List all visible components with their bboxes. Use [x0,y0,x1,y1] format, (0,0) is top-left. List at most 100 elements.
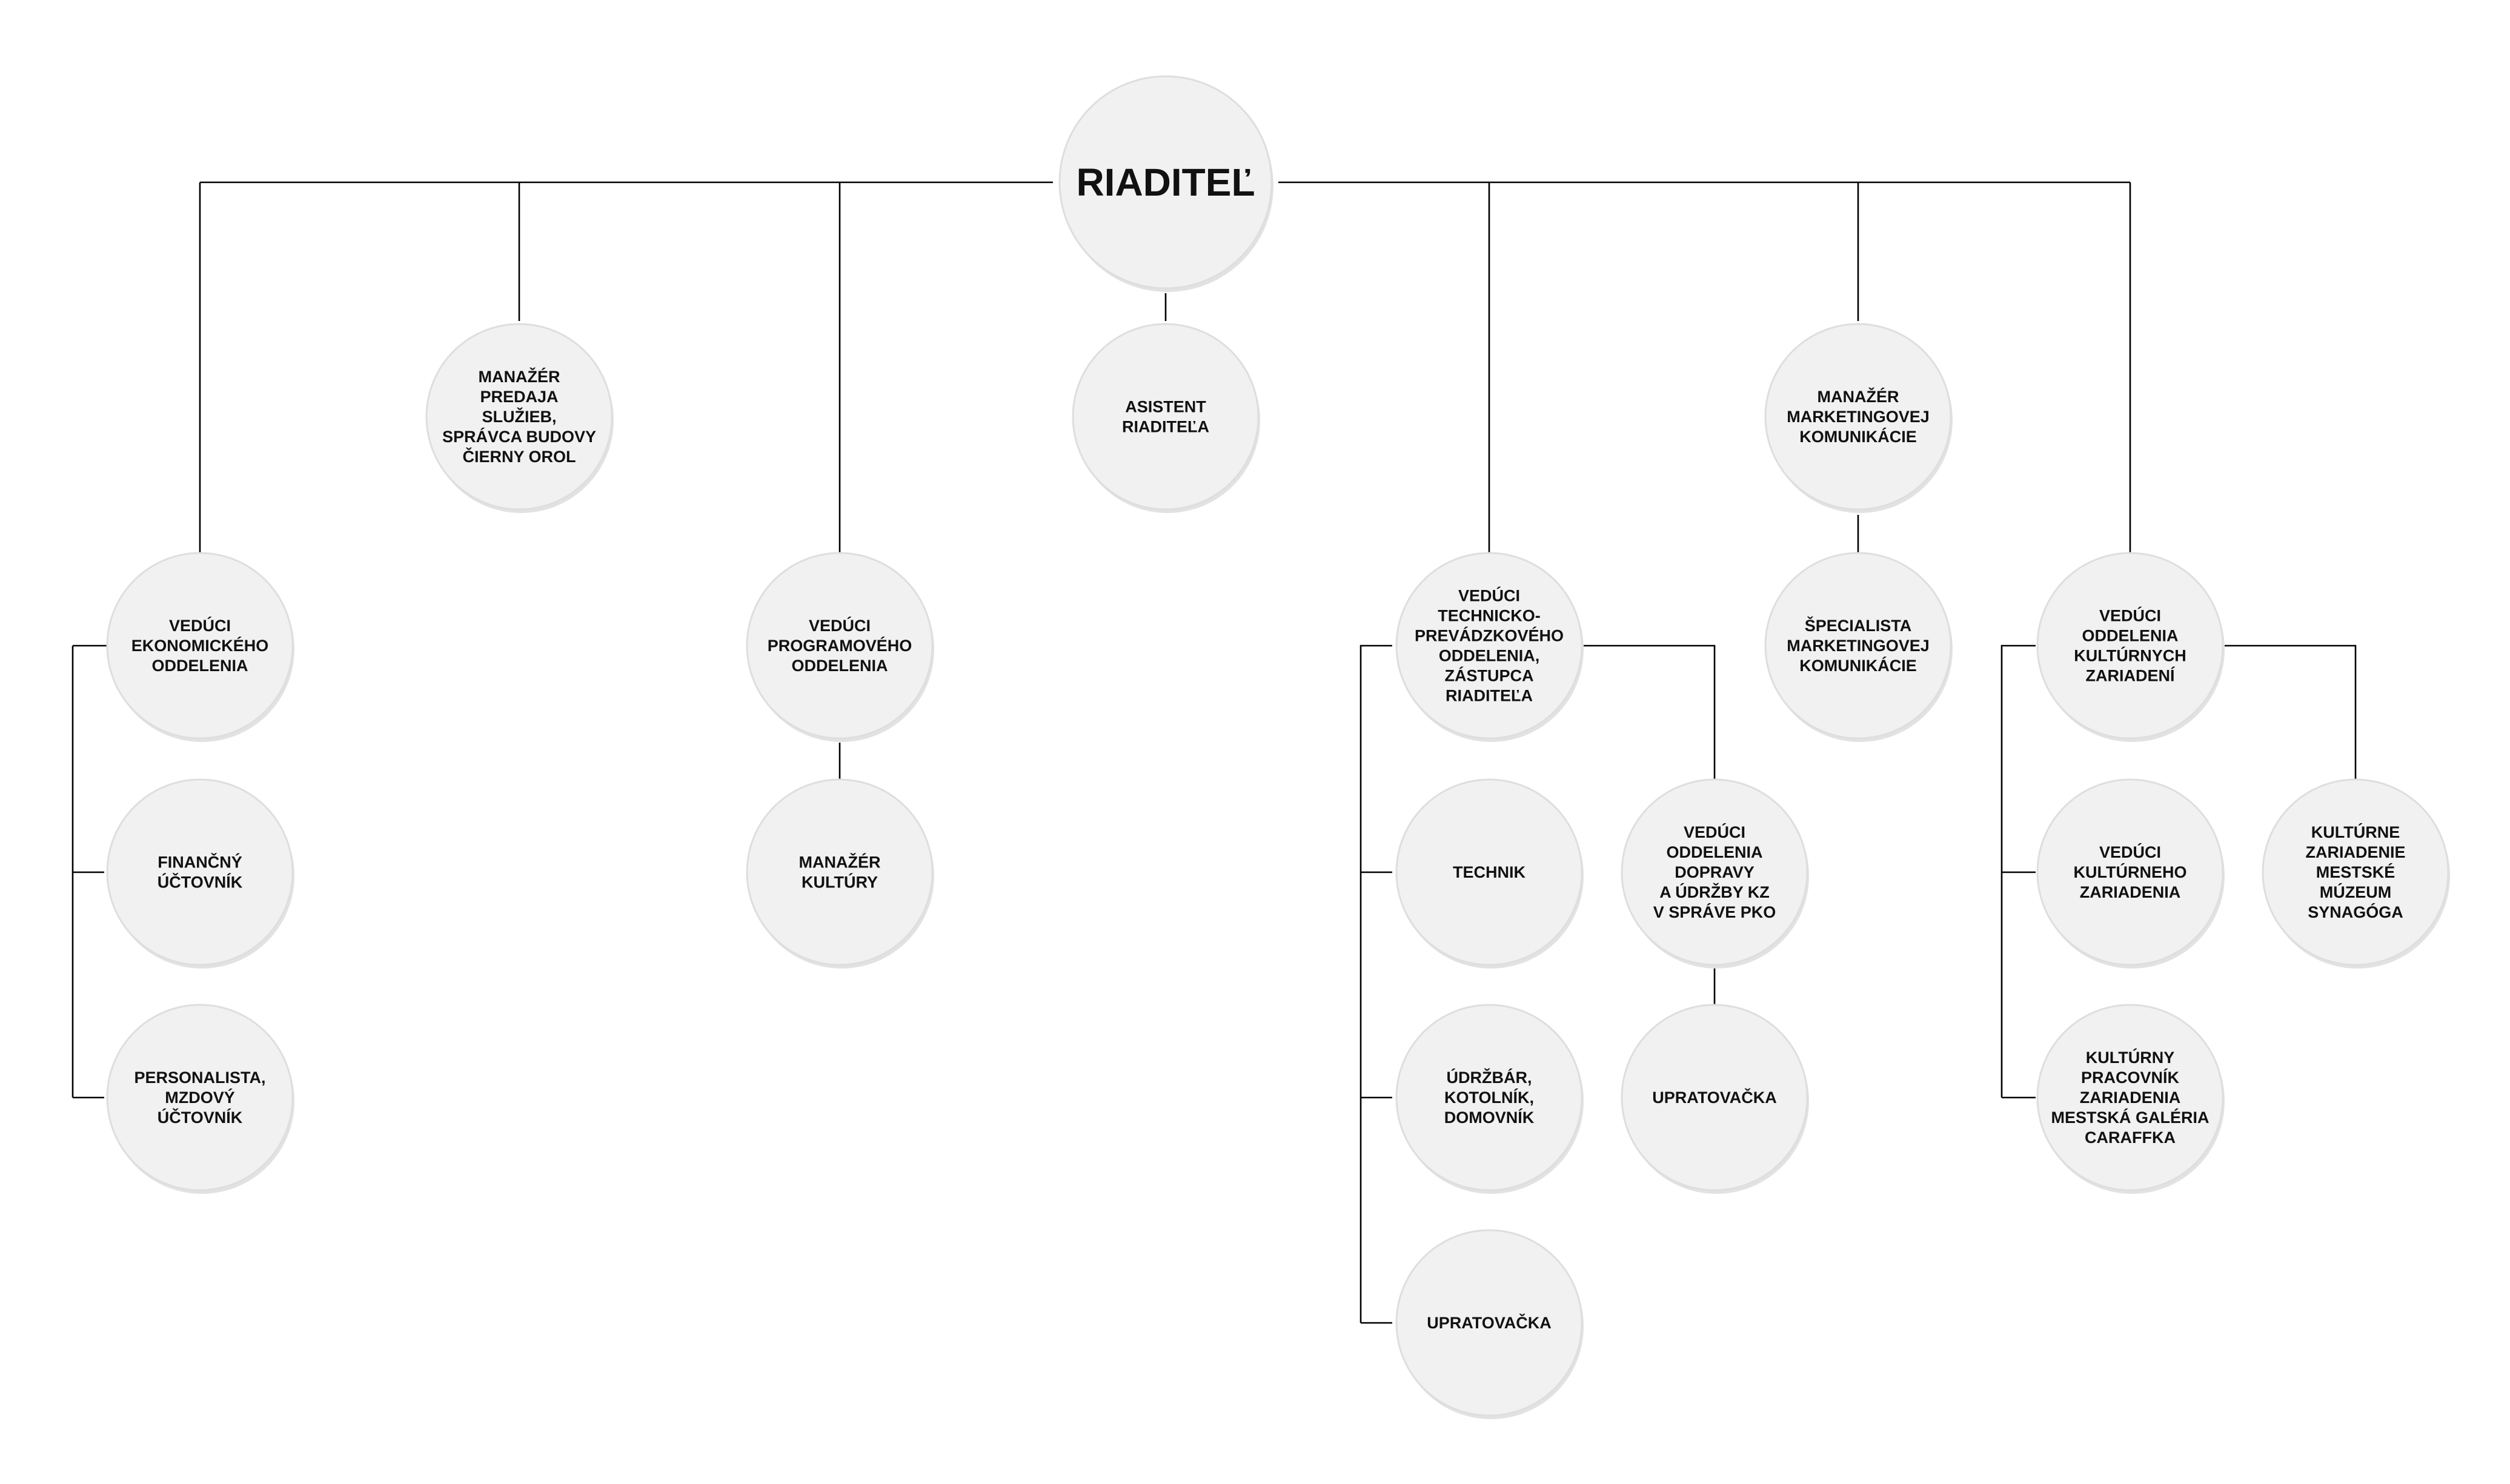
node-label-line: VEDÚCI [1684,823,1745,841]
connector-to-muzeum [2225,644,2357,781]
node-label-line: KOTOLNÍK, [1444,1088,1534,1107]
node-circle [1395,1229,1583,1417]
node-circle [1395,1004,1583,1191]
connector-kulturne-spine [2000,644,2036,1099]
node-label-line: RIADITEĽA [1446,687,1533,705]
node-label-line: KULTÚRNY [2086,1048,2174,1067]
node-label-line: VEDÚCI [169,616,231,635]
node-label-line: ASISTENT [1125,398,1206,416]
node-circle [1764,323,1952,511]
node-label-line: VEDÚCI [1458,586,1520,605]
node-circle [746,552,934,740]
node-label-line: SYNAGÓGA [2308,903,2403,921]
node-label-line: DOMOVNÍK [1444,1108,1535,1127]
node-circle [106,778,294,966]
node-label-line: PREVÁDZKOVÉHO [1415,626,1564,645]
node-label-line: TECHNICKO- [1438,607,1541,625]
node-label-line: ÚČTOVNÍK [158,873,243,892]
node-circle [1058,75,1273,290]
node-asistent-riaditela: ASISTENT RIADITEĽA [1072,323,1260,513]
node-label-line: KULTÚRNEHO [2074,863,2187,881]
node-circle [1395,552,1583,740]
node-label-line: ZARIADENIE [2305,843,2405,861]
node-label-line: MANAŽÉR [1818,387,1899,406]
node-label-line: RIADITEĽ [1076,161,1255,204]
node-label-line: FINANČNÝ [158,853,242,872]
node-label-line: ODDELENIA [791,657,888,675]
node-label-line: UPRATOVAČKA [1427,1313,1552,1332]
node-technik: TECHNIK [1395,778,1584,969]
node-label-line: A ÚDRŽBY KZ [1659,883,1770,901]
node-label-line: VEDÚCI [809,616,871,635]
node-label-line: ZARIADENIA [2080,883,2181,901]
node-label-line: RIADITEĽA [1122,418,1209,436]
node-label-line: TECHNIK [1453,863,1526,881]
node-veduci-technicko-prevadzkoveho-oddelenia: VEDÚCITECHNICKO-PREVÁDZKOVÉHOODDELENIA,Z… [1395,552,1584,742]
node-label-line: ODDELENIA [2082,627,2178,645]
node-label-line: ÚDRŽBÁR, [1447,1068,1532,1087]
node-circle [2262,778,2449,966]
node-circle [425,323,613,511]
node-circle [106,1004,294,1191]
node-udrzbar-kotolnik-domovnik: ÚDRŽBÁR,KOTOLNÍK,DOMOVNÍK [1395,1004,1584,1194]
node-circle [1764,552,1952,740]
node-label-line: ÚČTOVNÍK [158,1108,243,1127]
node-circle [746,778,934,966]
node-label-line: KULTÚRNYCH [2074,646,2186,665]
node-label-line: SPRÁVCA BUDOVY [442,427,596,446]
node-label-line: UPRATOVAČKA [1652,1088,1777,1107]
node-circle [2036,552,2224,740]
node-circle [1621,778,1808,966]
node-label-line: ODDELENIA [1666,843,1762,861]
node-circle [1395,778,1583,966]
node-label-line: MARKETINGOVEJ [1787,408,1930,426]
node-circle [1621,1004,1808,1191]
node-label-line: V SPRÁVE PKO [1653,903,1776,921]
node-label-line: DOPRAVY [1675,863,1755,881]
node-label-line: EKONOMICKÉHO [131,636,269,655]
node-upratovacka-doprava: UPRATOVAČKA [1621,1004,1809,1194]
node-label-line: KULTÚRNE [2311,823,2400,841]
node-label-line: PRACOVNÍK [2081,1068,2180,1087]
node-label-line: MANAŽÉR [799,853,881,872]
node-label-line: CARAFFKA [2085,1128,2176,1147]
node-label-line: MANAŽÉR [479,367,560,386]
node-label-line: MESTSKÉ [2316,863,2395,881]
node-kulturne-zariadenie-muzeum: KULTÚRNE ZARIADENIE MESTSKÉ MÚZEUM SYNAGÓGA [2262,778,2450,969]
node-label-line: ZARIADENÍ [2086,666,2176,685]
connector-technicke-spine [1360,644,1392,1324]
node-circle [2036,1004,2224,1191]
node-label-line: PROGRAMOVÉHO [768,636,912,655]
node-label-line: KOMUNIKÁCIE [1799,656,1917,675]
node-label-line: ODDELENIA [151,657,248,675]
node-label-line: MZDOVÝ [165,1088,235,1107]
node-circle [106,552,294,740]
node-label-line: MESTSKÁ GALÉRIA [2051,1108,2209,1127]
node-label-line: PREDAJA [480,388,558,406]
node-veduci-oddelenia-dopravy: VEDÚCI ODDELENIA DOPRAVY A ÚDRŽBY KZ V SPRÁV… [1621,778,1809,969]
node-riaditel: RIADITEĽ [1058,75,1273,292]
node-veduci-kulturneho-zariadenia: VEDÚCI KULTÚRNEHO ZARIADENIA [2036,778,2225,969]
node-label-line: KULTÚRY [802,873,878,892]
connector-lines [71,181,2357,1324]
node-label-line: PERSONALISTA, [134,1068,265,1087]
connector-to-veduci-dopravy [1584,644,1716,781]
node-label-line: VEDÚCI [2099,843,2161,861]
node-label-line: ČIERNY OROL [462,447,576,466]
node-label-line: ODDELENIA, [1439,647,1540,665]
node-label-line: ZARIADENIA [2080,1088,2181,1107]
node-label-line: KOMUNIKÁCIE [1799,427,1917,446]
node-label-line: MÚZEUM [2320,883,2391,901]
node-upratovacka-technicke: UPRATOVAČKA [1395,1229,1584,1419]
